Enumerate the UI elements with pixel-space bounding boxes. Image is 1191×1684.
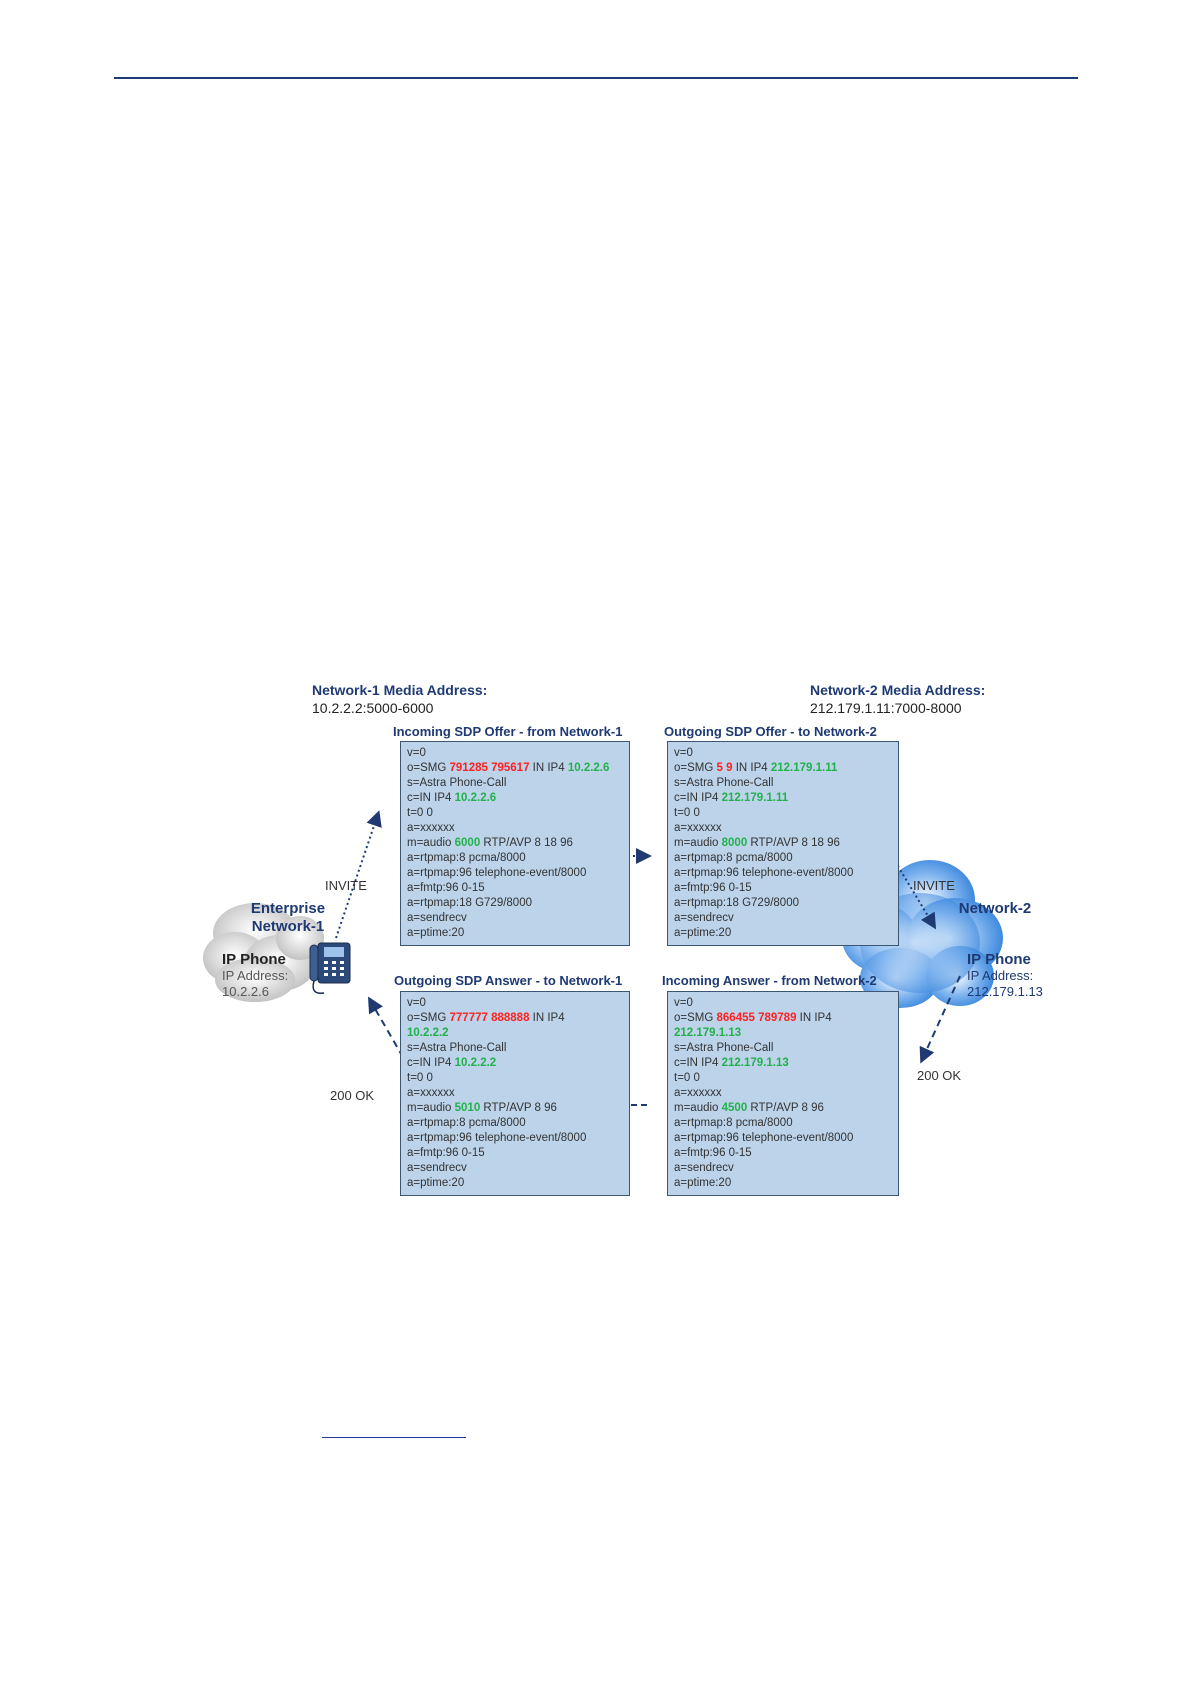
invite-left-arrow [335,810,382,939]
incoming-offer-box: v=0 o=SMG 791285 795617 IN IP4 10.2.2.6 … [400,741,630,946]
sdp-media-line: m=audio 4500 RTP/AVP 8 96 [674,1102,824,1114]
sdp-line: v=0 [674,997,693,1009]
ok-right-label: 200 OK [917,1068,962,1083]
sdp-origin-line: o=SMG 866455 789789 IN IP4 [674,1012,832,1024]
sdp-origin-line: o=SMG 5 9 IN IP4 212.179.1.11 [674,762,838,774]
sdp-origin-ip: 10.2.2.2 [407,1027,449,1039]
phone-1-label: IP Phone IP Address: 10.2.2.6 [222,951,289,1000]
sdp-origin-ip: 212.179.1.13 [674,1027,742,1039]
network-1-title: Network-1 Media Address: [312,682,488,698]
sdp-line: v=0 [407,997,426,1009]
phone-1-icon [309,942,351,994]
sdp-media-line: m=audio 8000 RTP/AVP 8 18 96 [674,837,840,849]
sdp-line: a=xxxxxx [407,822,455,834]
sdp-line: t=0 0 [407,1072,433,1084]
network-2-label: Network-2 [958,900,1032,917]
sdp-line: t=0 0 [674,1072,700,1084]
underline-link[interactable] [322,1437,466,1438]
enterprise-cloud [203,903,324,1002]
incoming-offer-title: Incoming SDP Offer - from Network-1 [393,724,623,739]
sdp-origin-line: o=SMG 791285 795617 IN IP4 10.2.2.6 [407,762,610,774]
sdp-line: a=rtpmap:96 telephone-event/8000 [674,1132,854,1144]
outgoing-answer-box: v=0 o=SMG 777777 888888 IN IP4 10.2.2.2 … [400,991,630,1196]
sdp-line: a=rtpmap:18 G729/8000 [674,897,799,909]
sdp-line: a=ptime:20 [407,927,465,939]
network-2-address: 212.179.1.11:7000-8000 [810,700,962,716]
sdp-line: a=sendrecv [407,912,467,924]
ok-left-label: 200 OK [330,1088,375,1103]
sdp-line: a=ptime:20 [674,927,732,939]
sdp-line: a=xxxxxx [407,1087,455,1099]
sdp-line: a=rtpmap:8 pcma/8000 [407,1117,526,1129]
sdp-line: s=Astra Phone-Call [674,777,774,789]
sdp-line: a=sendrecv [674,912,734,924]
sdp-line: a=fmtp:96 0-15 [407,1147,485,1159]
sdp-connection-line: c=IN IP4 212.179.1.13 [674,1057,789,1069]
sdp-line: a=xxxxxx [674,822,722,834]
sdp-line: a=rtpmap:18 G729/8000 [407,897,532,909]
sdp-line: t=0 0 [407,807,433,819]
sdp-line: a=fmtp:96 0-15 [674,882,752,894]
incoming-answer-title: Incoming Answer - from Network-2 [662,973,877,988]
sdp-connection-line: c=IN IP4 10.2.2.2 [407,1057,497,1069]
sdp-line: a=fmtp:96 0-15 [674,1147,752,1159]
sdp-line: a=ptime:20 [407,1177,465,1189]
outgoing-answer-title: Outgoing SDP Answer - to Network-1 [394,973,623,988]
phone-2-label: IP Phone IP Address: 212.179.1.13 [967,951,1043,1000]
sdp-line: a=sendrecv [674,1162,734,1174]
sdp-line: a=rtpmap:96 telephone-event/8000 [674,867,854,879]
sdp-line: a=sendrecv [407,1162,467,1174]
sdp-line: a=ptime:20 [674,1177,732,1189]
header-rule [114,77,1078,79]
invite-right-arrow [889,852,937,930]
network-1-address: 10.2.2.2:5000-6000 [312,700,434,716]
sdp-media-diagram: Network-1 Media Address: 10.2.2.2:5000-6… [200,682,1080,1208]
sdp-connection-line: c=IN IP4 212.179.1.11 [674,792,789,804]
sdp-line: a=rtpmap:96 telephone-event/8000 [407,1132,587,1144]
diagram-graphics [203,810,1003,1113]
sdp-origin-line: o=SMG 777777 888888 IN IP4 [407,1012,565,1024]
network-1-header: Network-1 Media Address: 10.2.2.2:5000-6… [312,681,487,717]
sdp-line: v=0 [407,747,426,759]
invite-left-label: INVITE [325,878,367,893]
sdp-line: a=xxxxxx [674,1087,722,1099]
sdp-line: a=rtpmap:96 telephone-event/8000 [407,867,587,879]
outgoing-offer-title: Outgoing SDP Offer - to Network-2 [664,724,877,739]
sdp-line: s=Astra Phone-Call [407,1042,507,1054]
sdp-line: a=rtpmap:8 pcma/8000 [674,852,793,864]
invite-right-label: INVITE [913,878,955,893]
sdp-line: s=Astra Phone-Call [674,1042,774,1054]
sdp-line: t=0 0 [674,807,700,819]
network-2-title: Network-2 Media Address: [810,682,986,698]
network-2-header: Network-2 Media Address: 212.179.1.11:70… [810,681,985,717]
sdp-media-line: m=audio 5010 RTP/AVP 8 96 [407,1102,557,1114]
outgoing-offer-box: v=0 o=SMG 5 9 IN IP4 212.179.1.11 s=Astr… [667,741,899,946]
sdp-line: a=rtpmap:8 pcma/8000 [674,1117,793,1129]
sdp-line: v=0 [674,747,693,759]
incoming-answer-box: v=0 o=SMG 866455 789789 IN IP4 212.179.1… [667,991,899,1196]
sdp-line: a=fmtp:96 0-15 [407,882,485,894]
sdp-media-line: m=audio 6000 RTP/AVP 8 18 96 [407,837,573,849]
ok-right-arrow [919,975,961,1064]
sdp-connection-line: c=IN IP4 10.2.2.6 [407,792,497,804]
sdp-line: a=rtpmap:8 pcma/8000 [407,852,526,864]
sdp-line: s=Astra Phone-Call [407,777,507,789]
